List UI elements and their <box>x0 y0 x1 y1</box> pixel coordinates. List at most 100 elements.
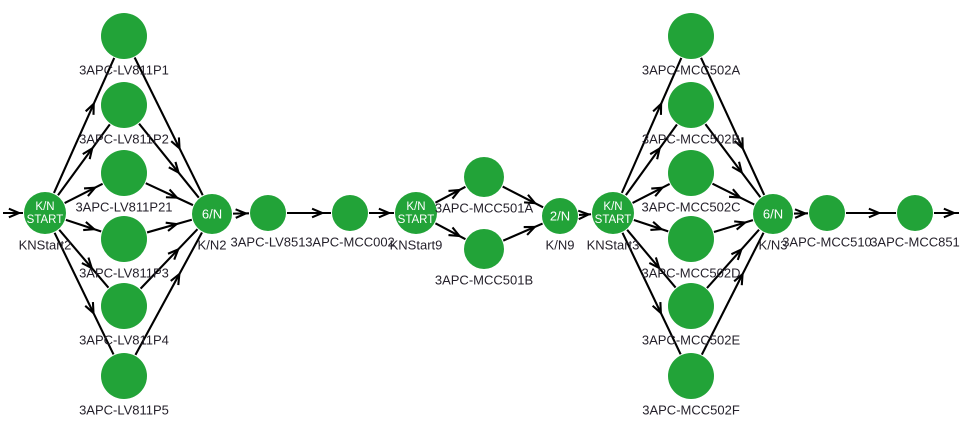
node-circle-lv851[interactable] <box>250 195 286 231</box>
node-mcc502e[interactable] <box>668 283 714 329</box>
node-circle-mcc502f[interactable] <box>668 353 714 399</box>
edge-layer <box>3 57 959 356</box>
node-lv811p2[interactable] <box>101 82 147 128</box>
node-mcc502a[interactable] <box>668 13 714 59</box>
node-circle-lv811p1[interactable] <box>101 13 147 59</box>
node-circle-kn3[interactable] <box>753 194 793 234</box>
node-mcc851[interactable] <box>897 195 933 231</box>
node-circle-knstart3[interactable] <box>592 192 634 234</box>
edge-mcc502b-to-kn3[interactable] <box>704 123 762 198</box>
node-circle-mcc501a[interactable] <box>464 157 504 197</box>
node-lv811p3[interactable] <box>101 216 147 262</box>
node-circle-mcc510[interactable] <box>809 195 845 231</box>
node-caption-mcc510: 3APC-MCC510 <box>782 234 872 249</box>
node-caption-mcc502d: 3APC-MCC502D <box>642 265 741 280</box>
node-mcc510[interactable] <box>809 195 845 231</box>
edge-arrowhead <box>170 137 181 151</box>
node-caption-knstart2: KNStart2 <box>19 237 72 252</box>
edge-arrowhead <box>651 302 663 316</box>
node-caption-mcc851: 3APC-MCC851 <box>870 234 960 249</box>
node-caption-kn2: K/N2 <box>198 237 227 252</box>
node-mcc502c[interactable] <box>668 150 714 196</box>
node-circle-mcc851[interactable] <box>897 195 933 231</box>
edge-arrowhead <box>523 225 538 236</box>
node-circle-mcc502d[interactable] <box>668 216 714 262</box>
node-caption-knstart3: KNStart3 <box>587 237 640 252</box>
node-circle-mcc502e[interactable] <box>668 283 714 329</box>
edge-lv811p5-to-kn2[interactable] <box>134 231 203 356</box>
node-caption-lv811p2: 3APC-LV811P2 <box>79 131 169 146</box>
edge-mcc502f-to-kn3[interactable] <box>700 232 765 356</box>
node-kn3[interactable]: 6/N <box>753 194 793 234</box>
node-label-kn2: 6/N <box>202 206 222 221</box>
node-caption-lv811p3: 3APC-LV811P3 <box>79 265 169 280</box>
edge-knstart2-to-lv811p1[interactable] <box>53 57 116 194</box>
node-caption-lv811p4: 3APC-LV811P4 <box>79 332 169 347</box>
node-mcc501a[interactable] <box>464 157 504 197</box>
edge-arrowhead <box>235 208 249 219</box>
edge-arrowhead <box>868 207 882 219</box>
node-kn2[interactable]: 6/N <box>192 194 232 234</box>
node-circle-lv811p4[interactable] <box>101 283 147 329</box>
node-circle-kn2[interactable] <box>192 194 232 234</box>
node-caption-mcc501a: 3APC-MCC501A <box>435 200 534 215</box>
node-circle-mcc502b[interactable] <box>668 82 714 128</box>
node-circle-lv811p2[interactable] <box>101 82 147 128</box>
edge-lv811p21-to-kn2[interactable] <box>145 182 194 207</box>
node-circle-mcc502a[interactable] <box>668 13 714 59</box>
node-mcc501b[interactable] <box>464 229 504 269</box>
edge-arrowhead <box>733 271 744 286</box>
edge-lv811p1-to-kn2[interactable] <box>133 57 204 196</box>
node-lv811p4[interactable] <box>101 283 147 329</box>
node-circle-knstart2[interactable] <box>24 192 66 234</box>
edge-arrowhead <box>83 221 97 232</box>
edge-lv811p4-to-kn2[interactable] <box>139 228 199 290</box>
edge-arrowhead <box>84 101 95 115</box>
node-circle-knstart9[interactable] <box>395 192 437 234</box>
edge-arrowhead <box>650 221 664 232</box>
edge-knstart3-to-mcc502e[interactable] <box>626 229 677 289</box>
edge-mcc502c-to-kn3[interactable] <box>712 182 755 206</box>
edge-knstart3-to-mcc502a[interactable] <box>620 57 683 194</box>
caption-layer: KNStart2 3APC-LV811P1 3APC-LV811P2 3APC-LV8… <box>19 62 960 417</box>
edge-arrowhead <box>577 209 592 221</box>
node-mcc002[interactable] <box>332 195 368 231</box>
edge-mcc502e-to-kn3[interactable] <box>706 228 760 289</box>
node-label-knstart9-line1: K/N <box>406 201 425 213</box>
node-circle-mcc502c[interactable] <box>668 150 714 196</box>
edge-arrowhead <box>83 186 98 197</box>
node-circle-lv811p21[interactable] <box>101 150 147 196</box>
edge-mcc502a-to-kn3[interactable] <box>700 57 766 196</box>
node-caption-lv811p1: 3APC-LV811P1 <box>79 62 169 77</box>
edge-lv811p3-to-kn2[interactable] <box>146 218 193 234</box>
node-kn9[interactable]: 2/N <box>542 198 578 234</box>
edge-arrowhead <box>170 271 181 286</box>
node-circle-lv811p5[interactable] <box>101 353 147 399</box>
node-lv811p1[interactable] <box>101 13 147 59</box>
node-mcc502f[interactable] <box>668 353 714 399</box>
node-mcc502d[interactable] <box>668 216 714 262</box>
edge-knstart2-to-lv811p4[interactable] <box>58 229 110 289</box>
node-circle-lv811p3[interactable] <box>101 216 147 262</box>
node-lv851[interactable] <box>250 195 286 231</box>
node-lv811p5[interactable] <box>101 353 147 399</box>
edge-knstart2-to-lv811p5[interactable] <box>53 232 115 355</box>
node-circle-mcc501b[interactable] <box>464 229 504 269</box>
node-caption-knstart9: KNStart9 <box>390 237 443 252</box>
node-circle-kn9[interactable] <box>542 198 578 234</box>
node-caption-lv811p5: 3APC-LV811P5 <box>79 402 169 417</box>
node-caption-mcc502f: 3APC-MCC502F <box>642 402 740 417</box>
node-caption-mcc002: 3APC-MCC002 <box>305 234 395 249</box>
edge-lv811p2-to-kn2[interactable] <box>138 123 200 199</box>
edge-knstart2-to-lv811p2[interactable] <box>57 123 111 196</box>
node-mcc502b[interactable] <box>668 82 714 128</box>
node-circle-mcc002[interactable] <box>332 195 368 231</box>
edge-knstart3-to-mcc502f[interactable] <box>621 232 682 355</box>
node-lv811p21[interactable] <box>101 150 147 196</box>
edge-knstart3-to-mcc502b[interactable] <box>625 123 678 196</box>
edge-arrowhead <box>8 207 22 219</box>
